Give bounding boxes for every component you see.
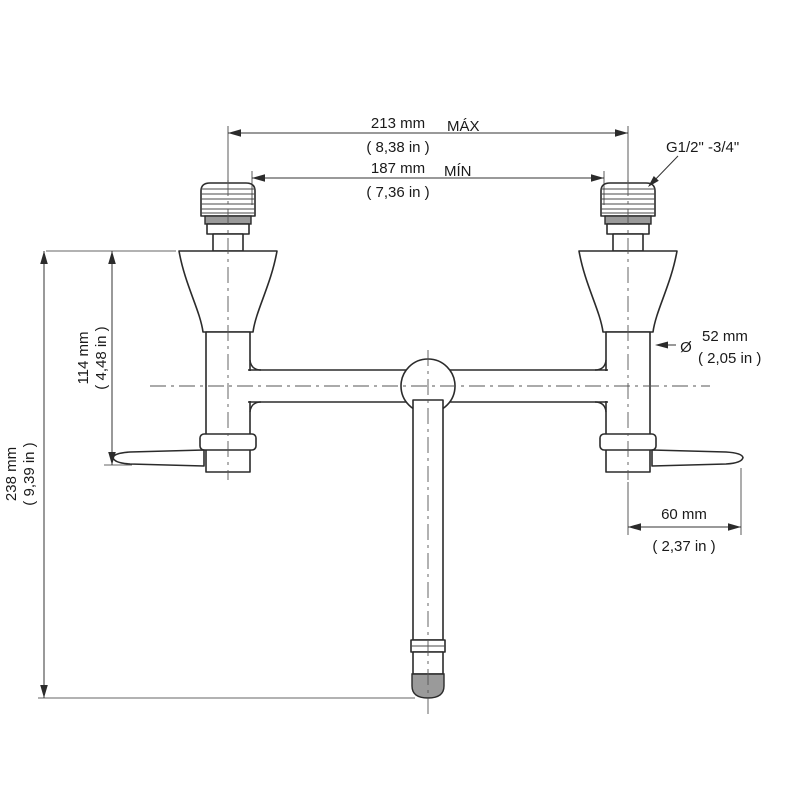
dim-handle-length: 60 mm ( 2,37 in ) [627, 468, 742, 555]
dim-max-value: 213 mm [371, 115, 425, 132]
dim-diameter-symbol: Ø [680, 339, 692, 356]
dim-handle-inches: ( 2,37 in ) [652, 538, 715, 555]
dim-diameter-inches: ( 2,05 in ) [698, 350, 761, 367]
thread-callout: G1/2" -3/4" [648, 139, 739, 187]
dim-max-suffix: MÁX [447, 118, 480, 135]
dim-width-max: 213 mm MÁX ( 8,38 in ) [227, 115, 629, 182]
dim-body-height-inches: ( 4,48 in ) [93, 326, 110, 389]
dim-total-height-inches: ( 9,39 in ) [21, 442, 38, 505]
dim-total-height-value: 238 mm [3, 447, 20, 501]
dim-min-value: 187 mm [371, 160, 425, 177]
dim-width-min: 187 mm MÍN ( 7,36 in ) [251, 160, 605, 205]
escutcheon-right [578, 250, 678, 333]
dim-diameter: Ø 52 mm ( 2,05 in ) [655, 328, 761, 367]
dim-total-height: 238 mm ( 9,39 in ) [3, 251, 415, 699]
escutcheon-left [178, 250, 278, 333]
dim-body-height: 114 mm ( 4,48 in ) [46, 250, 176, 466]
dim-min-inches: ( 7,36 in ) [366, 184, 429, 201]
dim-body-height-value: 114 mm [75, 331, 92, 384]
thread-label: G1/2" -3/4" [666, 139, 739, 156]
dim-handle-value: 60 mm [661, 506, 707, 523]
dim-min-suffix: MÍN [444, 163, 472, 180]
dim-diameter-value: 52 mm [702, 328, 748, 345]
dim-max-inches: ( 8,38 in ) [366, 139, 429, 156]
